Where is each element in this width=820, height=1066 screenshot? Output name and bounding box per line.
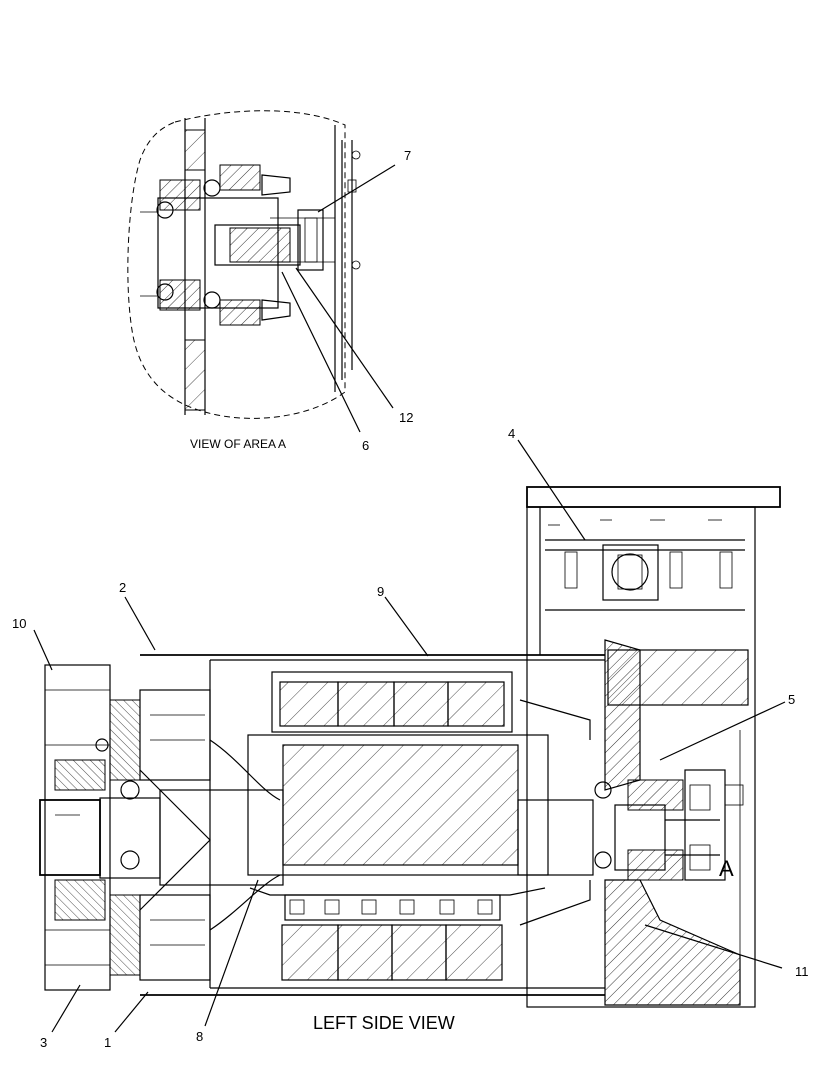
callout-10: 10: [12, 616, 26, 631]
callout-4: 4: [508, 426, 515, 441]
leader-6: [281, 271, 361, 433]
leader-4: [517, 439, 586, 541]
leader-12: [295, 267, 394, 409]
area-a-marker: A: [719, 856, 734, 881]
callout-12: 12: [399, 410, 413, 425]
callout-1: 1: [104, 1035, 111, 1050]
detail-view-label: VIEW OF AREA A: [190, 437, 286, 451]
callout-6: 6: [362, 438, 369, 453]
callout-9: 9: [377, 584, 384, 599]
leader-3: [51, 984, 81, 1033]
leader-10: [33, 629, 53, 671]
callout-3: 3: [40, 1035, 47, 1050]
callout-5: 5: [788, 692, 795, 707]
callout-7: 7: [404, 148, 411, 163]
callout-11: 11: [795, 964, 809, 979]
leader-2: [124, 596, 156, 651]
leader-8: [204, 879, 259, 1027]
main-view-label: LEFT SIDE VIEW: [313, 1013, 455, 1033]
callout-8: 8: [196, 1029, 203, 1044]
leader-1: [114, 991, 149, 1033]
leader-7: [317, 164, 396, 213]
leader-5: [659, 701, 786, 761]
left-side-view: [39, 486, 781, 1008]
detail-view-area-a: [127, 110, 361, 419]
leader-11: [644, 924, 783, 969]
leader-9: [384, 596, 429, 657]
callout-2: 2: [119, 580, 126, 595]
